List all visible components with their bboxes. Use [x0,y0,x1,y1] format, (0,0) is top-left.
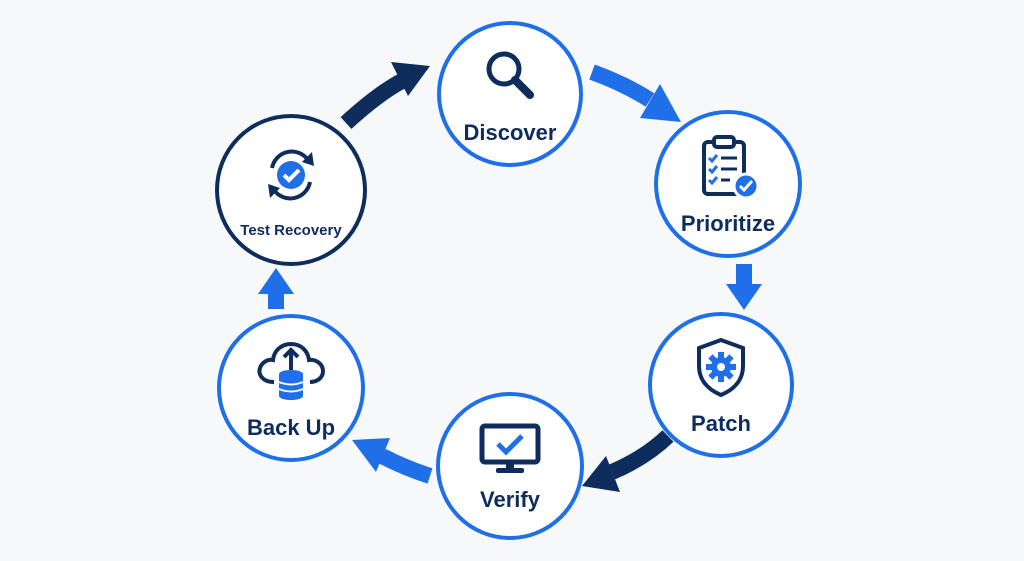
step-prioritize: Prioritize [654,110,802,258]
arrow-discover-to-prioritize [589,64,681,122]
step-label: Discover [463,119,557,145]
step-discover: Discover [437,21,583,167]
step-testrecovery: Test Recovery [215,114,367,266]
arrow-testrecovery-to-discover [340,62,430,129]
cloud-database-icon [254,338,328,409]
shield-gear-icon [693,336,749,403]
step-backup: Back Up [217,314,365,462]
arrow-verify-to-backup [352,438,433,484]
step-label: Prioritize [680,210,776,236]
step-label: Patch [691,410,751,436]
arrow-backup-to-testrecovery [258,268,294,309]
step-label: Test Recovery [240,222,342,239]
monitor-check-icon [478,422,542,481]
arrow-patch-to-verify [582,430,674,492]
step-label: Back Up [246,414,336,440]
magnifier-icon [480,45,540,110]
arrow-prioritize-to-patch [726,264,762,310]
step-label: Verify [480,486,540,512]
step-verify: Verify [436,392,584,540]
step-patch: Patch [648,312,794,458]
clipboard-check-icon [694,134,762,207]
refresh-check-icon [258,142,324,213]
